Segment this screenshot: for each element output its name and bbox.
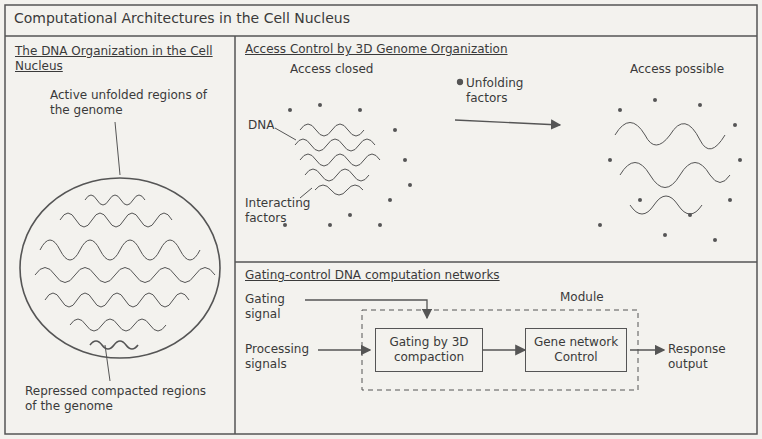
flow-arrow [483, 349, 525, 350]
annotation-label: Unfolding factors [466, 76, 556, 106]
panel-heading: Gating-control DNA computation networks [245, 268, 725, 283]
annotation-label: Access closed [290, 62, 373, 77]
panel-divider [235, 261, 757, 263]
annotation-label: Repressed compacted regions of the genom… [25, 384, 215, 414]
nucleus [20, 122, 220, 381]
diagram-title: Computational Architectures in the Cell … [14, 10, 350, 27]
outer-frame [5, 5, 757, 434]
factor-dots [283, 98, 742, 242]
compact-dna [275, 124, 380, 198]
annotation-label: Interacting factors [245, 196, 325, 226]
annotation-label: Processing signals [245, 342, 317, 372]
annotation-label: Response output [668, 342, 748, 372]
panel-heading: Access Control by 3D Genome Organization [245, 42, 725, 57]
annotation-label: Active unfolded regions of the genome [50, 88, 210, 118]
box-text: Gene network Control [532, 335, 620, 365]
box-text: Gating by 3D compaction [382, 335, 476, 365]
annotation-label: Access possible [630, 62, 724, 77]
signal-arrows [305, 300, 664, 390]
open-dna [615, 123, 730, 215]
annotation-label: DNA [248, 118, 274, 133]
panel-heading: The DNA Organization in the Cell Nucleus [15, 44, 220, 74]
panel-divider [234, 36, 236, 434]
process-box: Gating by 3D compaction [375, 328, 483, 372]
annotation-label: Module [560, 290, 604, 305]
annotation-label: Gating signal [245, 292, 305, 322]
title-rule [5, 35, 757, 37]
process-box: Gene network Control [525, 328, 627, 372]
